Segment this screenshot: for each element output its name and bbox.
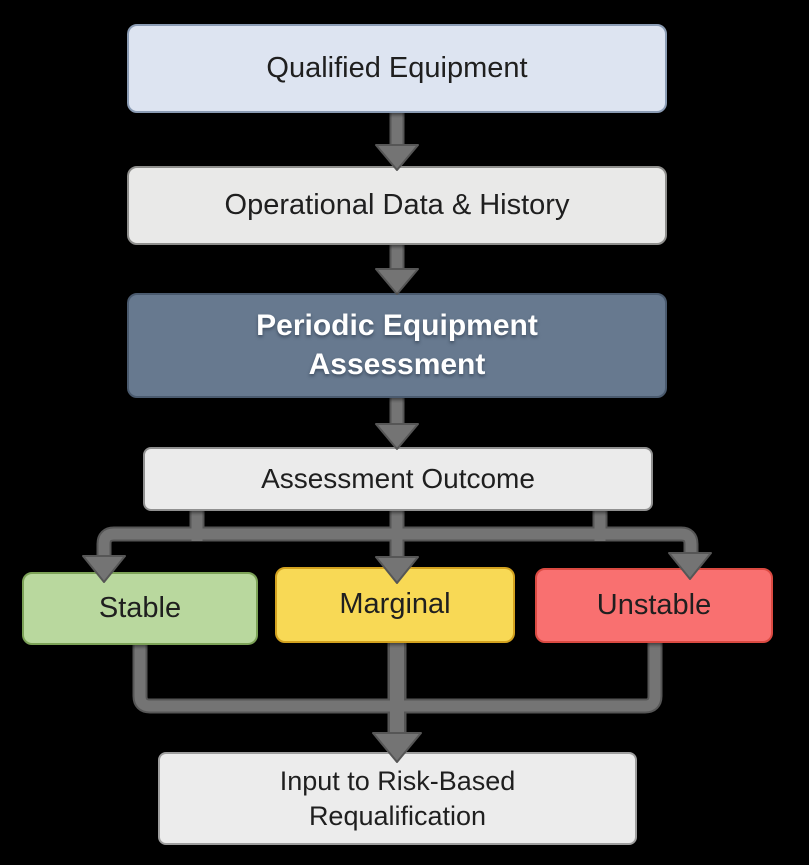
node-operational-data-history: Operational Data & History: [127, 166, 667, 245]
node-qualified-equipment: Qualified Equipment: [127, 24, 667, 113]
node-unstable: Unstable: [535, 568, 773, 643]
arrow-down-icon-periodic: [375, 268, 419, 295]
arrow-down-icon-outcome: [375, 423, 419, 450]
node-stable-label: Stable: [98, 591, 182, 624]
node-periodic-equipment-assessment-label: Periodic Equipment Assessment: [256, 309, 538, 381]
node-marginal: Marginal: [275, 567, 515, 643]
merge-bar: [132, 636, 663, 714]
node-unstable-label: Unstable: [596, 588, 712, 621]
node-risk-based-requalification-label: Input to Risk-Based Requalification: [279, 765, 516, 831]
node-operational-data-history-label: Operational Data & History: [224, 188, 570, 221]
node-periodic-equipment-assessment: Periodic Equipment Assessment: [127, 293, 667, 398]
node-assessment-outcome-label: Assessment Outcome: [261, 463, 535, 495]
node-qualified-equipment-label: Qualified Equipment: [266, 51, 528, 84]
branch-bar: [96, 526, 699, 559]
node-assessment-outcome: Assessment Outcome: [143, 447, 653, 511]
node-stable: Stable: [22, 572, 258, 645]
node-marginal-label: Marginal: [339, 588, 451, 621]
node-risk-based-requalification: Input to Risk-Based Requalification: [158, 752, 637, 845]
